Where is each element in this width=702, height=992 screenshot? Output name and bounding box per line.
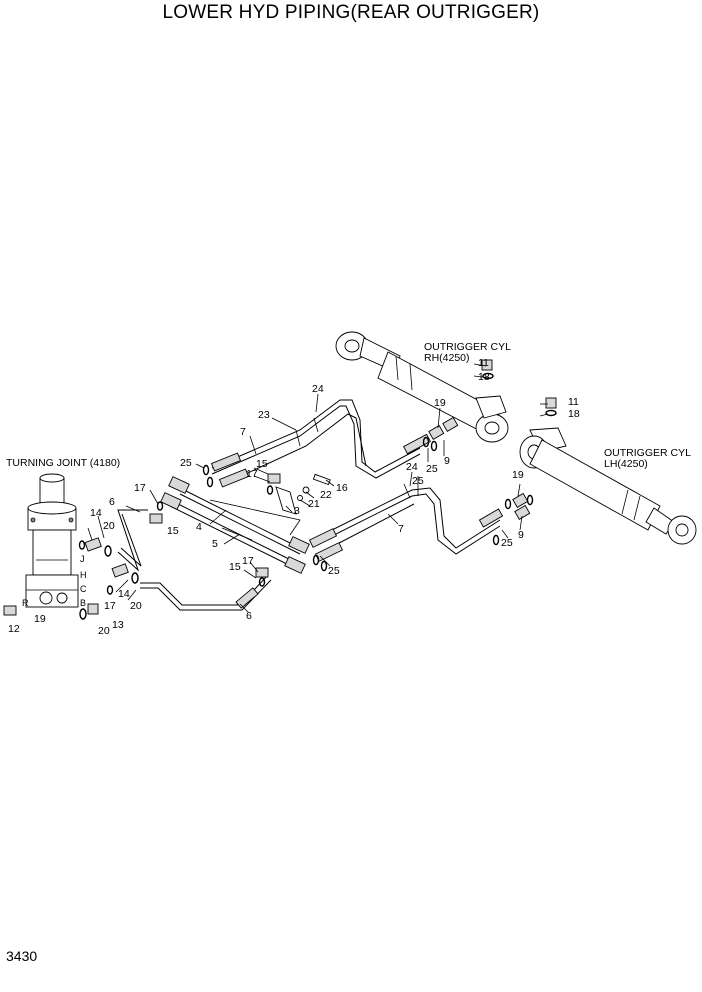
turning-joint-fittings	[3, 537, 139, 620]
callout-number: 5	[212, 538, 218, 550]
callout-number: 11	[568, 396, 579, 408]
callout-number: 21	[308, 498, 320, 510]
tubes-lower	[308, 483, 504, 572]
callout-number: 6	[246, 610, 252, 622]
callout-number: 11	[478, 357, 489, 369]
callouts: 24 23 7 25 15 17 6 14 20 17 15 4 16 21 2…	[8, 357, 580, 637]
callout-number: 19	[512, 469, 524, 481]
turning-joint-drawing	[25, 473, 79, 608]
label-turning-joint: TURNING JOINT (4180)	[6, 457, 120, 469]
rh-cylinder-fittings	[422, 416, 459, 452]
callout-number: 25	[328, 565, 340, 577]
callout-number: 24	[312, 383, 324, 395]
callout-number: 20	[98, 625, 110, 637]
callout-number: 7	[240, 426, 246, 438]
port-letter-b: B	[80, 598, 86, 608]
centre-fittings	[149, 473, 281, 587]
port-letter-r: R	[22, 598, 29, 608]
outrigger-cylinder-rh-drawing	[335, 331, 509, 443]
callout-number: 18	[568, 408, 580, 420]
hoses-6	[117, 509, 272, 611]
callout-number: 7	[398, 523, 404, 535]
turning-joint-port-labels: J H C B R	[22, 554, 87, 608]
label-outrigger-cyl-rh-code: RH(4250)	[424, 352, 470, 364]
callout-number: 15	[167, 525, 179, 537]
lh-cylinder-fittings	[504, 492, 534, 520]
callout-number: 25	[412, 475, 424, 487]
callout-number: 19	[434, 397, 446, 409]
callout-number: 23	[258, 409, 270, 421]
callout-number: 14	[118, 588, 130, 600]
callout-number: 19	[34, 613, 46, 625]
callout-number: 17	[134, 482, 146, 494]
callout-number: 18	[478, 371, 490, 383]
callout-number: 25	[180, 457, 192, 469]
callout-number: 25	[501, 537, 513, 549]
callout-number: 17	[104, 600, 116, 612]
callout-number: 9	[444, 455, 450, 467]
callout-number: 13	[112, 619, 124, 631]
callout-number: 15	[256, 458, 268, 470]
port-letter-c: C	[80, 584, 87, 594]
callout-number: 6	[109, 496, 115, 508]
page-number: 3430	[6, 948, 38, 964]
manifold-pipes	[160, 476, 310, 574]
diagram-title: LOWER HYD PIPING(REAR OUTRIGGER)	[162, 2, 540, 23]
callout-number: 16	[336, 482, 348, 494]
callout-number: 22	[320, 489, 332, 501]
callout-number: 15	[229, 561, 241, 573]
tubes-upper	[202, 399, 431, 488]
callout-number: 20	[103, 520, 115, 532]
callout-number: 25	[426, 463, 438, 475]
callout-number: 24	[406, 461, 418, 473]
callout-number: 17	[242, 555, 254, 567]
port-letter-j: J	[80, 554, 85, 564]
label-outrigger-cyl-rh: OUTRIGGER CYL	[424, 341, 511, 353]
callout-number: 9	[518, 529, 524, 541]
outrigger-cylinder-lh-drawing	[519, 397, 697, 545]
callout-number: 14	[90, 507, 102, 519]
label-outrigger-cyl-lh-code: LH(4250)	[604, 458, 648, 470]
callout-number: 17	[246, 468, 258, 480]
callout-number: 12	[8, 623, 20, 635]
callout-number: 4	[196, 521, 202, 533]
callout-number: 20	[130, 600, 142, 612]
callout-number: 3	[294, 505, 300, 517]
label-outrigger-cyl-lh: OUTRIGGER CYL	[604, 447, 691, 459]
leader-lines	[87, 363, 549, 613]
clamp-and-bolt	[275, 473, 331, 515]
port-letter-h: H	[80, 570, 87, 580]
